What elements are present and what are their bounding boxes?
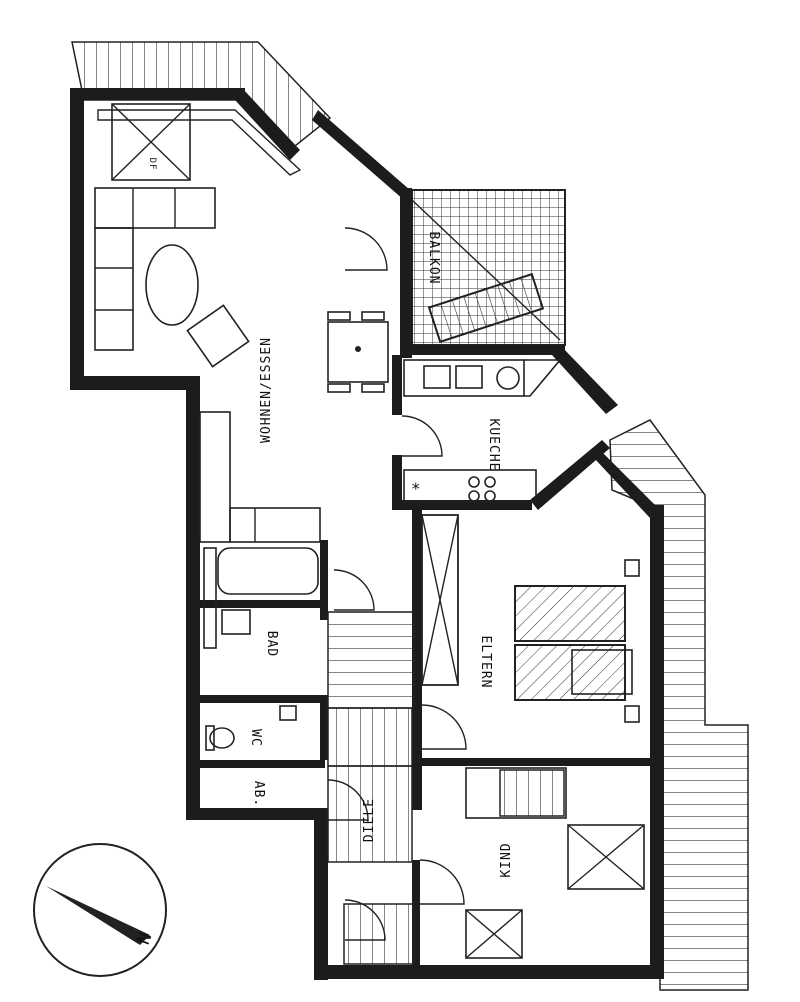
room-label-eltern: ELTERN <box>478 636 493 689</box>
room-label-abstell: AB. <box>251 781 266 807</box>
living-furniture <box>94 103 389 543</box>
room-label-diele: DIELE <box>362 798 377 842</box>
room-label-bad: BAD <box>264 631 279 657</box>
compass-north-label: N <box>133 929 157 947</box>
exterior-walls <box>70 88 664 980</box>
skylight-label: DF <box>147 158 157 171</box>
room-label-kueche: KUECHE <box>486 419 501 472</box>
kitchen-furniture <box>403 359 562 503</box>
room-label-kind: KIND <box>499 842 514 877</box>
bedroom-furniture <box>421 514 640 723</box>
compass-icon: N <box>33 843 167 977</box>
kids-furniture <box>465 767 645 959</box>
stairs-icon <box>327 611 415 965</box>
bathroom-fixtures <box>203 547 319 751</box>
interior-walls <box>200 355 652 970</box>
room-label-wc: WC <box>248 729 263 747</box>
terrace-right <box>609 419 749 991</box>
room-label-balkon: BALKON <box>426 232 441 285</box>
fridge-symbol: * <box>411 479 422 498</box>
door-swing-icon <box>327 227 467 941</box>
room-label-wohnen: WOHNEN/ESSEN <box>259 337 274 443</box>
